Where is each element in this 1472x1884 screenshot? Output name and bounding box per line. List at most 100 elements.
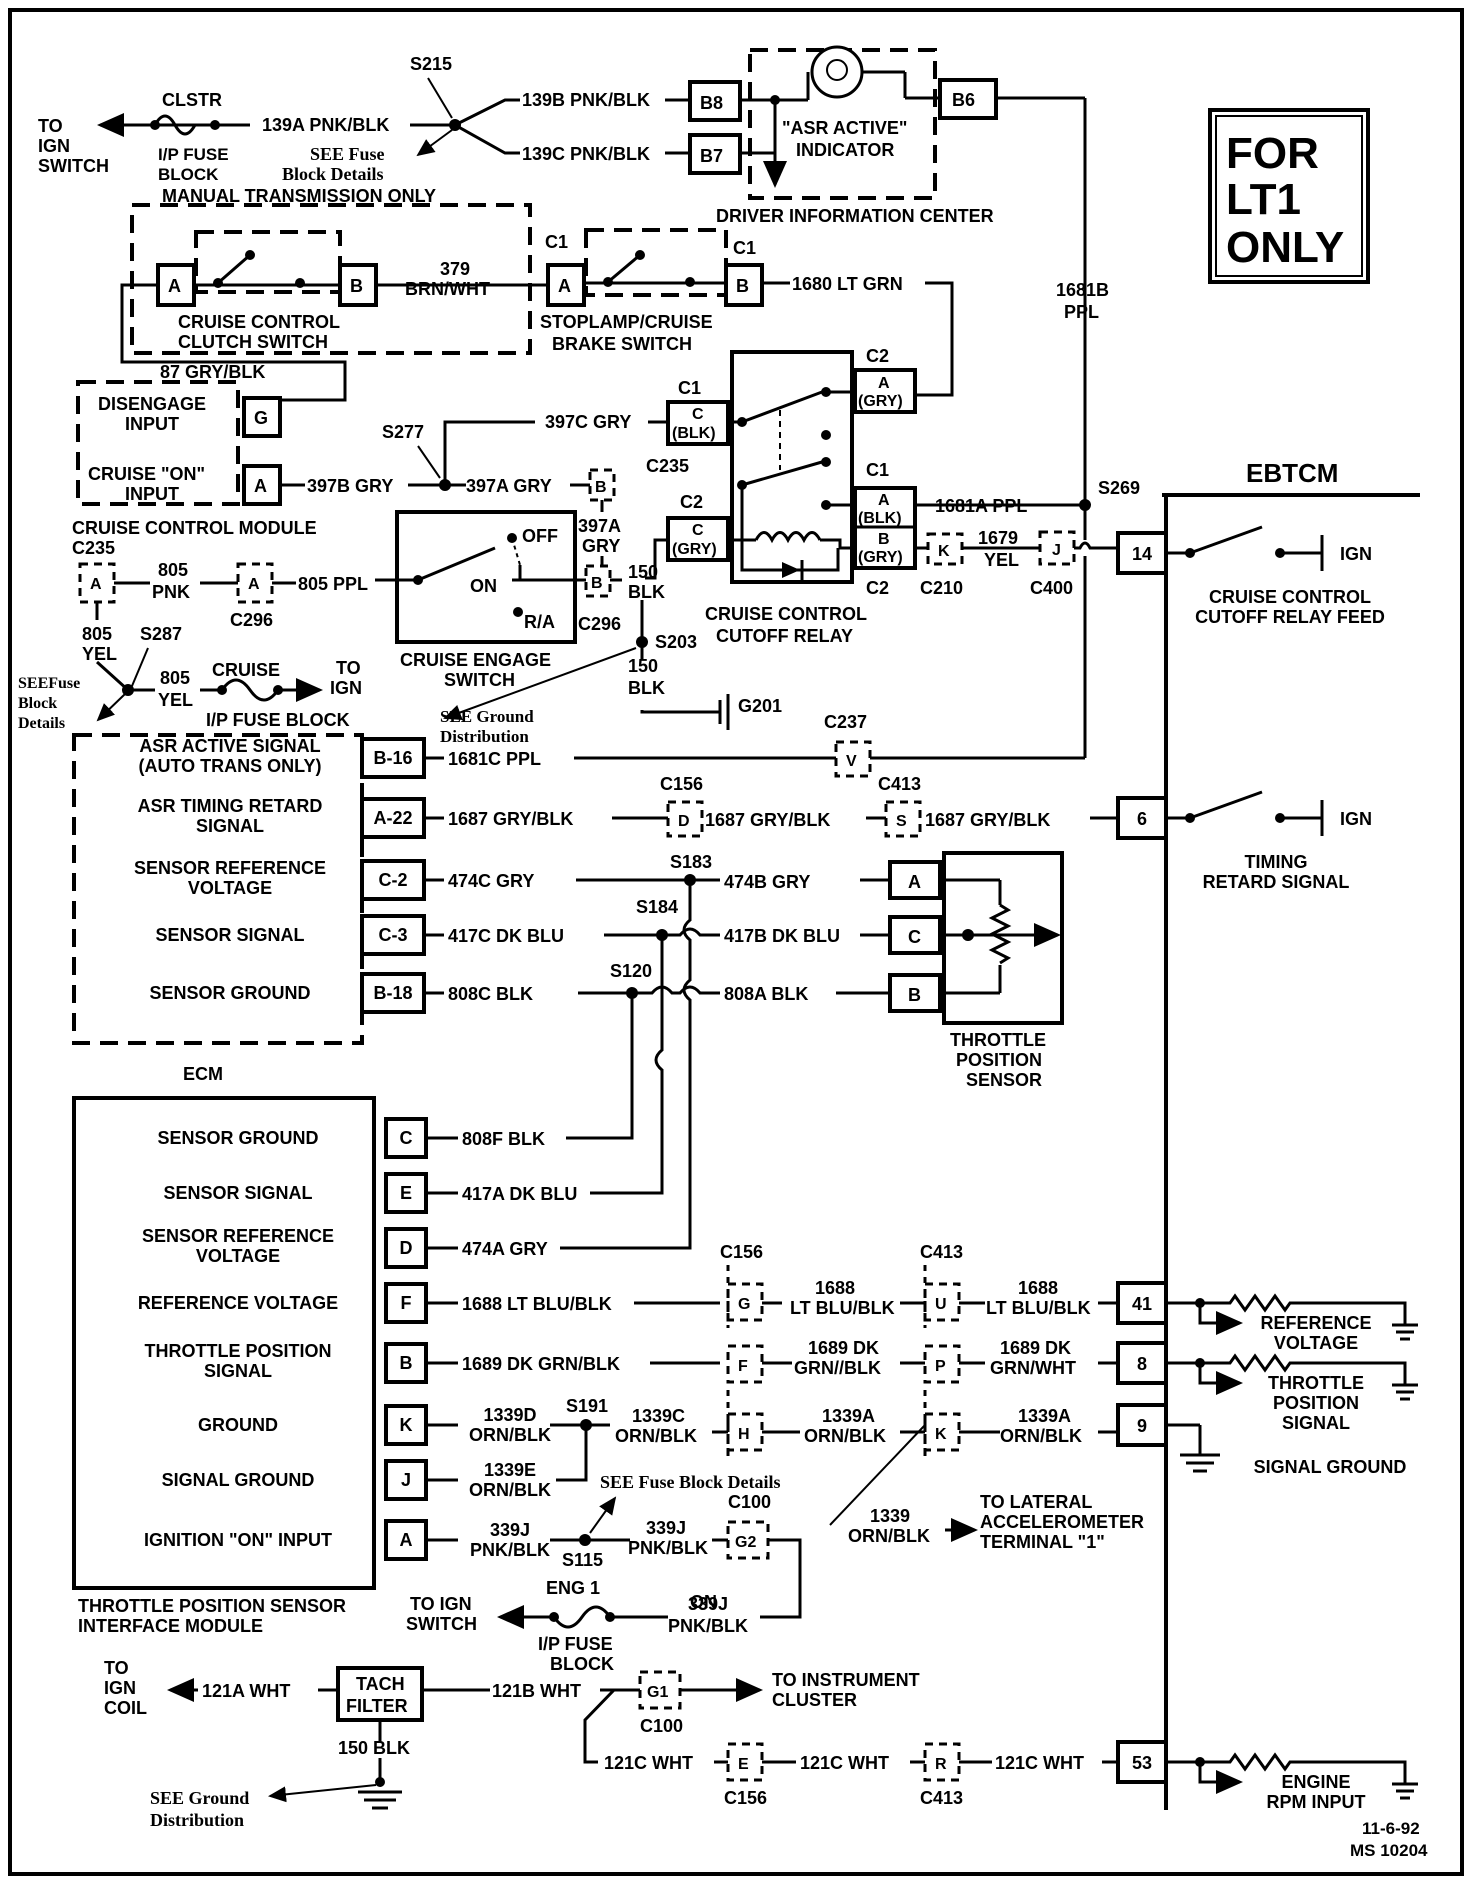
ecm-wire-label: 1681C PPL [448, 749, 541, 769]
ign-label: IGN [1340, 544, 1372, 564]
conn-g1-c100: G1 [647, 1684, 668, 1701]
ecm-wire-label: 417C DK BLU [448, 926, 564, 946]
tpsim-wire-label: 1688 LT BLU/BLK [462, 1294, 612, 1314]
splice-s191-label: S191 [566, 1396, 608, 1416]
splice-s203 [636, 636, 648, 648]
tpsim-pin-label: REFERENCE VOLTAGE [138, 1293, 338, 1313]
relay-pin-b-gry: B(GRY) [858, 531, 903, 566]
wire-139a: 139A PNK/BLK [262, 115, 389, 135]
tpsim-pin-id: D [400, 1238, 413, 1258]
tpsim-pin-box [384, 1172, 428, 1214]
wire-87: 87 GRY/BLK [160, 362, 265, 382]
wire-339j-c: ON [690, 1592, 717, 1612]
wire-1687-b: 1687 GRY/BLK [705, 810, 830, 830]
ebtcm-pin-id: 53 [1132, 1753, 1152, 1773]
wire-121b: 121B WHT [492, 1681, 581, 1701]
tpsim-pin-label: IGNITION "ON" INPUT [144, 1530, 332, 1550]
ecm-pin-id: B-18 [373, 983, 412, 1003]
relay-pin-a-blk: A(BLK) [858, 492, 902, 527]
wire-139c: 139C PNK/BLK [522, 144, 650, 164]
splice-s184-label: S184 [636, 897, 678, 917]
cruise-module-label: CRUISE CONTROL MODULE [72, 518, 317, 538]
splice-s287-label: S287 [140, 624, 182, 644]
tpsim-pin-box [384, 1519, 428, 1561]
asr-indicator-label: "ASR ACTIVE"INDICATOR [782, 118, 907, 160]
wire-1687-c: 1687 GRY/BLK [925, 810, 1050, 830]
ecm-pin-label: ASR ACTIVE SIGNAL(AUTO TRANS ONLY) [138, 736, 321, 776]
splice-s203-label: S203 [655, 632, 697, 652]
indicator-lamp-icon [810, 45, 864, 99]
splice-s115-label: S115 [562, 1550, 603, 1570]
manual-trans-only: MANUAL TRANSMISSION ONLY [162, 186, 436, 206]
conn-g2-c100: G2 [735, 1534, 756, 1551]
c400-label: C400 [1030, 578, 1073, 598]
c235-left-label: C235 [72, 538, 115, 558]
conn-r-c413: R [935, 1756, 947, 1773]
tpsim-wire-label: 808F BLK [462, 1129, 545, 1149]
conn-f-c156: F [738, 1358, 748, 1375]
relay-pin-c-blk: C(BLK) [672, 406, 716, 442]
relay-c1-right: C1 [866, 460, 889, 480]
splice-s120-label: S120 [610, 961, 652, 981]
cruise-cutoff-relay: C1 C(BLK) C2 C(GRY) C2 A(GRY) C1 A(BLK) … [666, 346, 917, 646]
wire-805-ppl: 805 PPL [298, 574, 368, 594]
clutch-switch: MANUAL TRANSMISSION ONLY A B CRUISE CONT… [130, 186, 548, 355]
switch-ra-label: R/A [524, 612, 555, 632]
wire-121c-b: 121C WHT [800, 1753, 889, 1773]
ecm-module: ECM [72, 733, 364, 1084]
cruise-fuse-block: I/P FUSE BLOCK [206, 710, 350, 730]
c413-label-c: C413 [920, 1788, 963, 1808]
footer-id: MS 10204 [1350, 1841, 1428, 1860]
conn-s-c413: S [896, 813, 907, 830]
wire-474b: 474B GRY [724, 872, 810, 892]
tpsim-pin-id: F [401, 1293, 412, 1313]
dic-label: DRIVER INFORMATION CENTER [716, 206, 994, 226]
splice-s215-label: S215 [410, 54, 452, 74]
banner-line-1: FOR [1226, 129, 1319, 178]
conn-h-c156: H [738, 1426, 750, 1443]
conn-e-c156: E [738, 1756, 749, 1773]
ebtcm-pin-id: 9 [1137, 1416, 1147, 1436]
wire-150-blk-c: 150 BLK [338, 1738, 410, 1758]
ecm-wire-label: 474C GRY [448, 871, 534, 891]
relay-c1-left: C1 [678, 378, 701, 398]
conn-a-c296: A [248, 576, 260, 593]
ebtcm-pin-box [1116, 796, 1168, 840]
cruise-pin-g: G [254, 408, 268, 428]
ebtcm-module: EBTCM [1162, 458, 1420, 1810]
see-fuse-block-s191: SEE Fuse Block Details [600, 1472, 781, 1492]
